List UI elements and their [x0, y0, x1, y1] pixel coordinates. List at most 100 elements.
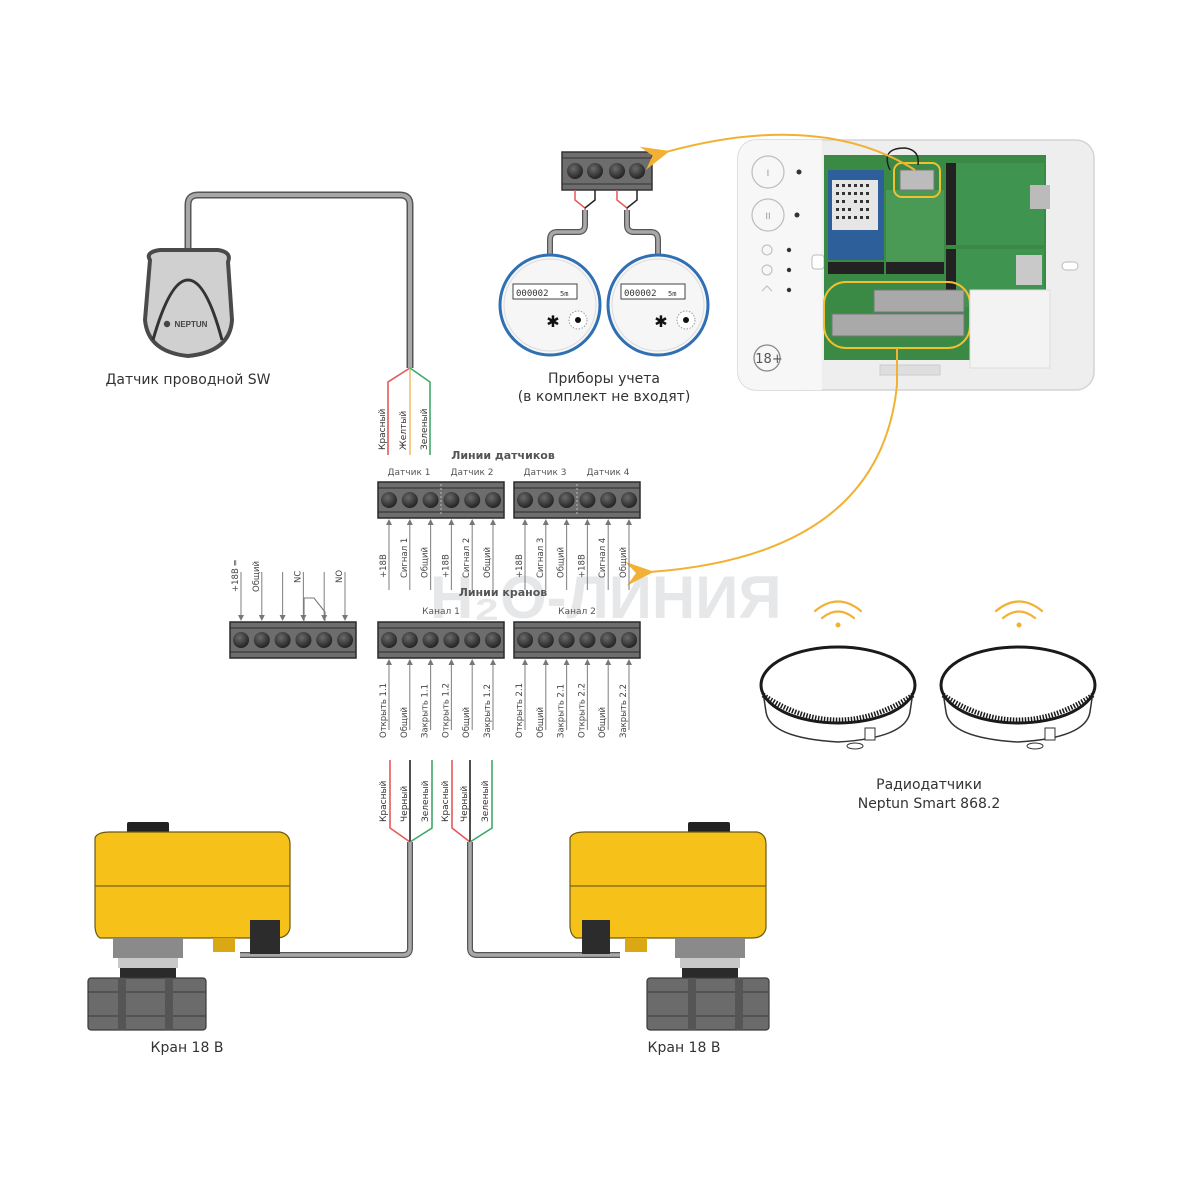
- pin-label: Общий: [400, 707, 410, 738]
- terminal-screw: [316, 632, 333, 648]
- radio-sensors-caption-line2: Neptun Smart 868.2: [858, 796, 1001, 812]
- terminal-screw: [422, 492, 439, 508]
- terminal-screw: [537, 492, 554, 508]
- radio-sensor-1: [759, 600, 917, 750]
- valve-actuator: [569, 831, 767, 939]
- wire-label-red: Красный: [379, 780, 389, 822]
- motorized-valve-1: Кран 18 В: [87, 822, 291, 1056]
- age-badge-circle: [753, 344, 781, 372]
- terminal-screw: [401, 492, 418, 508]
- radio-sensor-2: [939, 600, 1097, 750]
- sensor-arch: [151, 278, 224, 341]
- wire-label-black: Черный: [400, 786, 410, 822]
- wired-sensor: NEPTUN Датчик проводной SW Красный Желты…: [105, 191, 431, 455]
- pin-label: +18В: [441, 554, 451, 578]
- arrow-to-meter-terminal: [639, 133, 916, 171]
- controller-front-panel: [738, 140, 822, 390]
- meters-group: 000002 5m ✱ 000002 5m ✱ Приборы учета (в…: [498, 151, 710, 405]
- wired-sensor-caption: Датчик проводной SW: [105, 372, 270, 388]
- wifi-signal-icon: [994, 600, 1044, 628]
- valve-channel-label: Канал 2: [558, 607, 596, 617]
- sensor-terminal-block-1: [377, 481, 505, 519]
- channel-2-button[interactable]: [751, 198, 785, 232]
- terminal-screw: [381, 492, 397, 508]
- valve-2-caption: Кран 18 В: [648, 1040, 721, 1056]
- pin-label: +18В: [577, 554, 587, 578]
- terminal-screw: [621, 632, 637, 648]
- motorized-valve-2: Кран 18 В: [569, 822, 770, 1056]
- terminal-screw: [485, 492, 501, 508]
- pin-label: Общий: [421, 547, 431, 578]
- radio-sensor-top: [759, 645, 917, 725]
- terminal-screw: [600, 632, 617, 648]
- meter-cable-1: [548, 210, 587, 262]
- terminal-screw: [609, 163, 625, 179]
- pin-label: Общий: [536, 707, 546, 738]
- valve-actuator: [94, 831, 291, 939]
- wire-label-red: Красный: [378, 408, 388, 450]
- terminal-screw: [443, 632, 460, 648]
- terminal-screw: [567, 163, 583, 179]
- relay-pin-label: Общий: [252, 561, 262, 592]
- wifi-signal-icon: [813, 600, 863, 628]
- pin-label: Закрыть 2.2: [619, 684, 629, 738]
- meter-reading: 000002: [624, 289, 657, 299]
- terminal-screw: [517, 632, 533, 648]
- valve-terminal-block-1: [377, 621, 505, 659]
- pin-label: +18В: [515, 554, 525, 578]
- pin-label: Открыть 2.1: [515, 683, 525, 738]
- sensor-lines-title: Линии датчиков: [451, 449, 555, 462]
- wire-label-red: Красный: [441, 780, 451, 822]
- arrow-to-terminal-lines: [625, 348, 898, 586]
- wire-label-yellow: Желтый: [399, 411, 409, 450]
- wifi-home-icon: [761, 285, 773, 292]
- channel-1-button[interactable]: [751, 155, 785, 189]
- terminal-screw: [579, 492, 596, 508]
- meters-caption-line1: Приборы учета: [548, 371, 660, 387]
- mount-slot: [1061, 261, 1079, 271]
- terminal-screw: [587, 163, 603, 179]
- cable-gland: [582, 920, 610, 954]
- info-icon: [761, 264, 773, 276]
- wire-red: [387, 367, 411, 455]
- radio-shield: [832, 180, 878, 230]
- pin-label: Открыть 1.2: [441, 683, 451, 738]
- valve-terminal-block-2: [513, 621, 641, 659]
- terminal-screw: [422, 632, 439, 648]
- terminal-screw: [621, 492, 637, 508]
- pin-label: Общий: [619, 547, 629, 578]
- pin-label: Открыть 2.2: [577, 683, 587, 738]
- led-indicator: [794, 212, 800, 218]
- pin-label: Сигнал 1: [400, 538, 410, 578]
- sensor-brand: NEPTUN: [175, 320, 208, 329]
- terminal-screw: [381, 632, 397, 648]
- sensor-channel-label: Датчик 1: [388, 468, 431, 478]
- relay-pin-label: +18В ═: [231, 560, 241, 592]
- pin-label: Общий: [462, 707, 472, 738]
- controller: I II 18+: [737, 139, 1095, 391]
- pin-label: Сигнал 4: [598, 538, 608, 578]
- star-icon: ✱: [546, 312, 559, 331]
- pin-label: Общий: [598, 707, 608, 738]
- relay-terminal: [229, 621, 357, 659]
- terminal-screw: [464, 492, 481, 508]
- star-icon: ✱: [654, 312, 667, 331]
- expansion-board-1: [946, 163, 1044, 245]
- sensor-channel-label: Датчик 4: [587, 468, 630, 478]
- pin-label: Общий: [483, 547, 493, 578]
- valve-channel-label: Канал 1: [422, 607, 460, 617]
- pin-label: Общий: [557, 547, 567, 578]
- sensor-terminal-block-2: [513, 481, 641, 519]
- valve-lines-title: Линии кранов: [459, 586, 548, 599]
- led-indicator: [796, 169, 802, 175]
- terminal-screw: [253, 632, 270, 648]
- wire-label-black: Черный: [460, 786, 470, 822]
- channel-2-button-label: II: [765, 212, 770, 222]
- meter-reading: 000002: [516, 289, 549, 299]
- age-badge: 18+: [755, 352, 782, 367]
- pin-label: Сигнал 2: [462, 538, 472, 578]
- valve-body: [87, 977, 207, 1031]
